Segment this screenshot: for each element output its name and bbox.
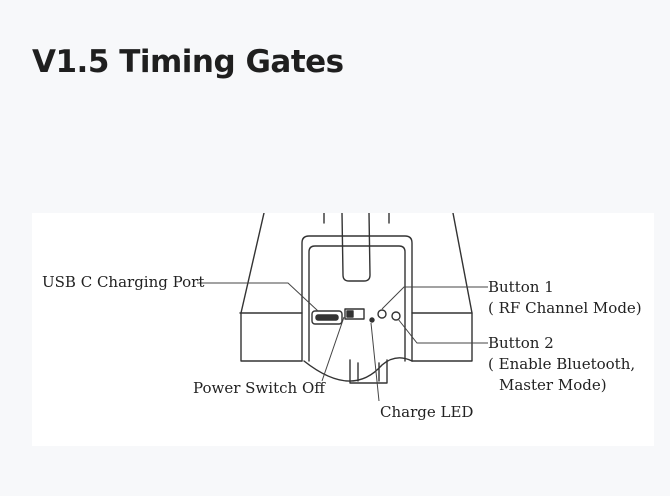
button1-desc-label: ( RF Channel Mode) [488,299,642,317]
button2-title-label: Button 2 [488,334,554,352]
device-diagram: USB C Charging Port Power Switch Off Cha… [32,213,654,446]
charge-led [369,317,375,323]
device-housing [239,213,473,362]
button-2 [391,311,401,321]
button1-title-label: Button 1 [488,278,554,296]
usb-port-label: USB C Charging Port [42,273,204,291]
device-diagram-svg: USB C Charging Port Power Switch Off Cha… [42,213,642,421]
top-panel [301,235,413,382]
button2-desc-line1-label: ( Enable Bluetooth, [488,355,635,373]
power-switch-label: Power Switch Off [193,379,326,397]
antenna [323,213,390,282]
power-switch [344,308,365,320]
charge-led-label: Charge LED [380,403,473,421]
page-title: V1.5 Timing Gates [32,44,344,80]
bottom-connector [349,359,388,384]
usb-c-port [311,310,343,325]
inner-panel [308,245,406,362]
button2-desc-line2-label: Master Mode) [499,376,607,394]
button-1 [377,309,387,319]
leader-lines [197,282,488,402]
